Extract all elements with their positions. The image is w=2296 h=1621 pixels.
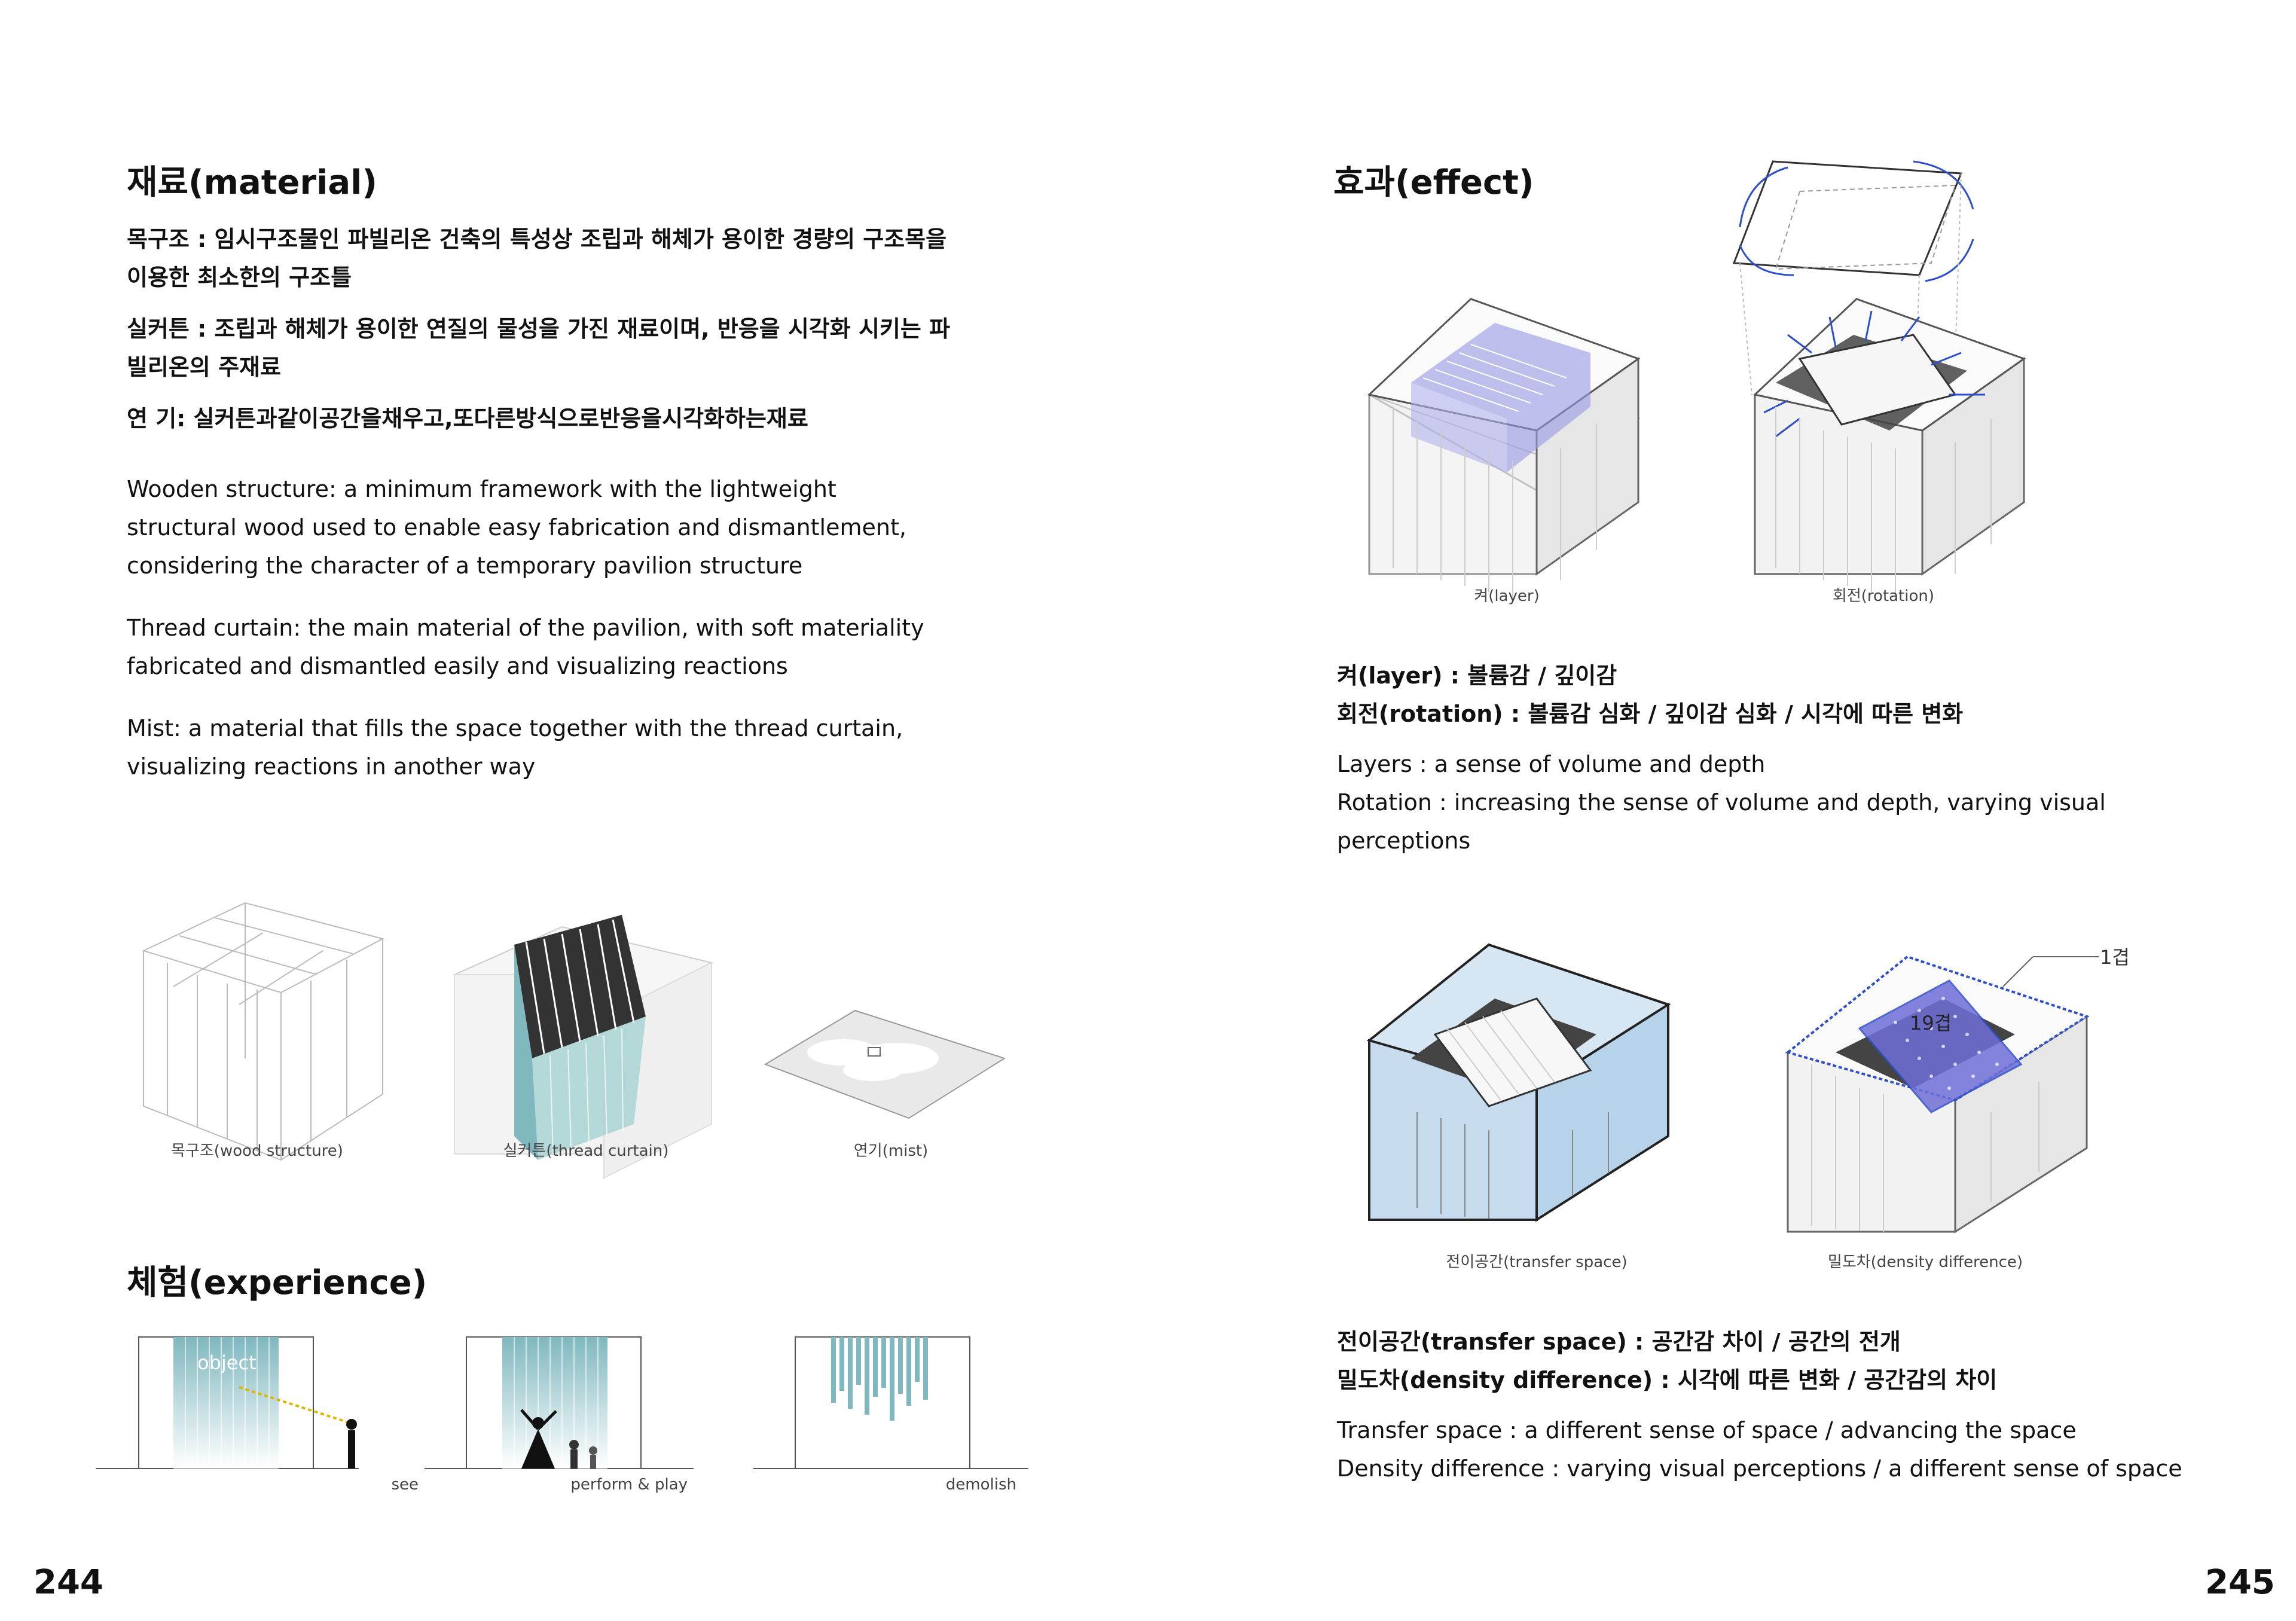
- page-number-left: 244: [33, 1563, 103, 1602]
- object-label: object: [197, 1351, 257, 1374]
- experience-heading: 체험(experience): [127, 1263, 428, 1302]
- caption-demolish: demolish: [945, 1476, 1016, 1494]
- wood-structure-illustration: [142, 902, 384, 1161]
- material-korean-text: 목구조 : 임시구조물인 파빌리온 건축의 특성상 조립과 해체가 용이한 경량…: [127, 220, 964, 451]
- experience-see: object: [96, 1336, 359, 1469]
- effect-en-rotation: Rotation : increasing the sense of volum…: [1337, 789, 2106, 854]
- material-en-wood: Wooden structure: a minimum framework wi…: [127, 476, 906, 579]
- material-illustrations: [142, 902, 1006, 1179]
- transfer-space-illustration: [1366, 943, 1671, 1222]
- mist-illustration: [764, 1009, 1006, 1119]
- material-ko-curtain: 실커튼 : 조립과 해체가 용이한 연질의 물성을 가진 재료이며, 반응을 시…: [127, 316, 951, 380]
- caption-density-difference: 밀도차(density difference): [1827, 1253, 2023, 1271]
- effect-ko-transfer: 전이공간(transfer space) : 공간감 차이 / 공간의 전개: [1337, 1329, 1901, 1355]
- caption-mist: 연기(mist): [853, 1142, 929, 1160]
- layer-box-illustration: [1367, 298, 1641, 598]
- material-ko-mist: 연 기: 실커튼과같이공간을채우고,또다른방식으로반응을시각화하는재료: [127, 405, 808, 432]
- thread-curtain-illustration: [453, 915, 713, 1179]
- effect-ko-rotation: 회전(rotation) : 볼륨감 심화 / 깊이감 심화 / 시각에 따른 …: [1337, 701, 1964, 727]
- caption-rotation: 회전(rotation): [1832, 587, 1935, 605]
- density-label-1: 1겹: [2100, 946, 2130, 969]
- caption-see: see: [391, 1476, 419, 1494]
- effect-bottom-illustrations: [1366, 943, 2099, 1234]
- effect-bottom-text: 전이공간(transfer space) : 공간감 차이 / 공간의 전개 밀…: [1337, 1323, 2246, 1488]
- density-label-19: 19겹: [1910, 1012, 1952, 1034]
- material-english-text: Wooden structure: a minimum framework wi…: [127, 470, 952, 810]
- page-number-right: 245: [2205, 1563, 2275, 1602]
- caption-perform-play: perform & play: [570, 1476, 688, 1494]
- effect-ko-density: 밀도차(density difference) : 시각에 따른 변화 / 공간…: [1337, 1367, 1998, 1393]
- effect-en-density: Density difference : varying visual perc…: [1337, 1455, 2182, 1482]
- effect-en-layer: Layers : a sense of volume and depth: [1337, 751, 1766, 777]
- density-difference-illustration: [1785, 955, 2099, 1234]
- rotation-box-illustration: [1732, 160, 2026, 595]
- material-ko-wood: 목구조 : 임시구조물인 파빌리온 건축의 특성상 조립과 해체가 용이한 경량…: [127, 226, 947, 291]
- experience-illustrations: object: [96, 1336, 1028, 1469]
- effect-heading: 효과(effect): [1333, 163, 1534, 202]
- material-heading: 재료(material): [127, 163, 377, 202]
- caption-transfer-space: 전이공간(transfer space): [1446, 1253, 1628, 1271]
- effect-en-transfer: Transfer space : a different sense of sp…: [1337, 1417, 2077, 1443]
- caption-layer: 켜(layer): [1474, 587, 1540, 605]
- experience-demolish: [753, 1336, 1028, 1469]
- material-en-curtain: Thread curtain: the main material of the…: [127, 615, 924, 679]
- effect-ko-layer: 켜(layer) : 볼륨감 / 깊이감: [1337, 663, 1617, 689]
- material-en-mist: Mist: a material that fills the space to…: [127, 715, 903, 780]
- caption-wood-structure: 목구조(wood structure): [171, 1142, 343, 1160]
- experience-perform: [425, 1336, 694, 1469]
- effect-top-text: 켜(layer) : 볼륨감 / 깊이감 회전(rotation) : 볼륨감 …: [1337, 657, 2246, 860]
- caption-thread-curtain: 실커튼(thread curtain): [503, 1142, 669, 1160]
- effect-top-illustrations: [1367, 160, 2026, 598]
